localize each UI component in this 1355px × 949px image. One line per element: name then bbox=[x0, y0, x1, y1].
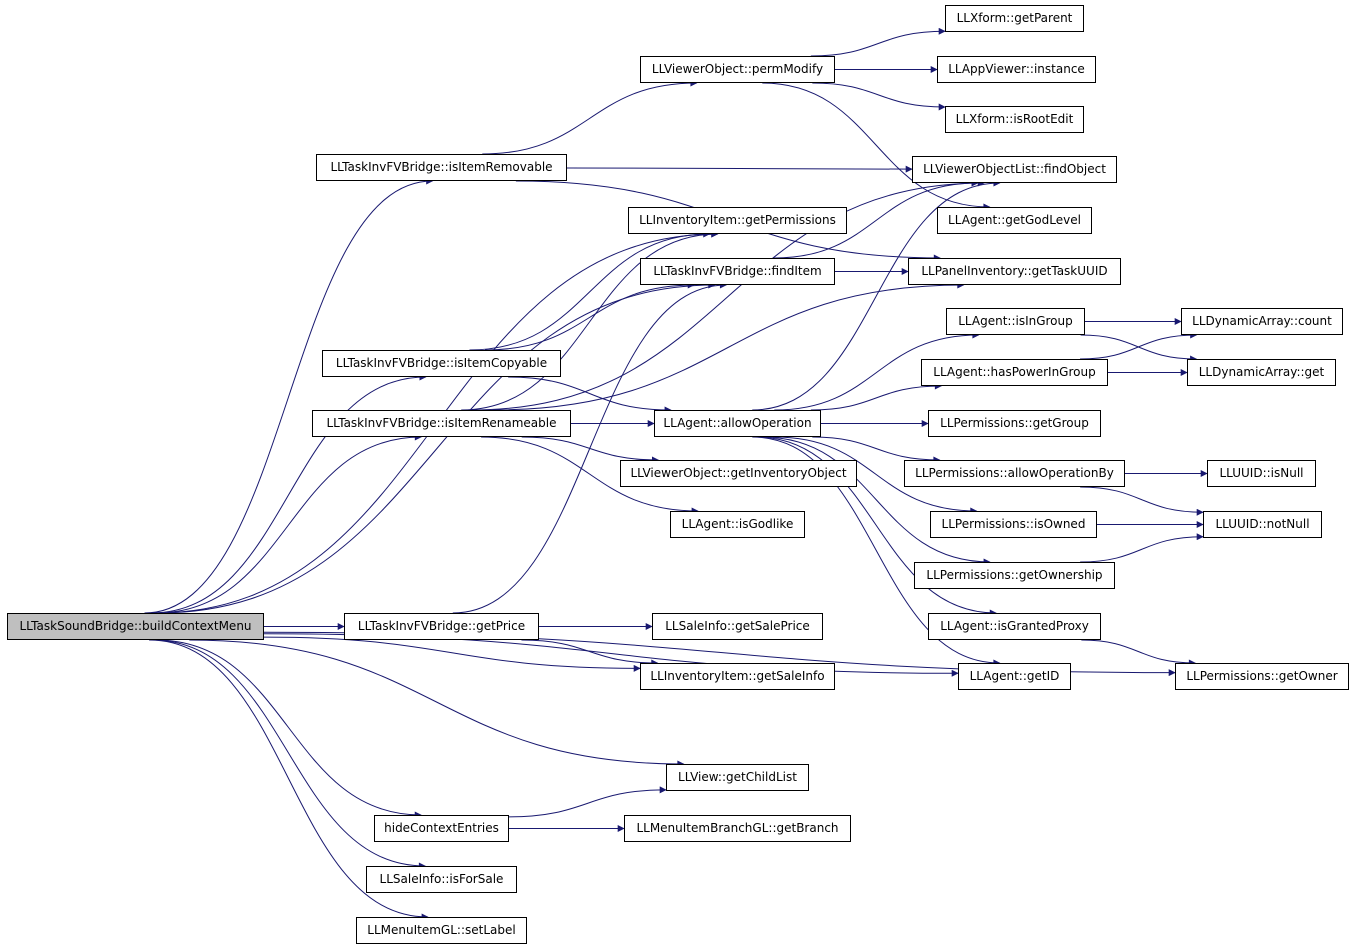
node-get-god-level[interactable]: LLAgent::getGodLevel bbox=[937, 207, 1092, 234]
node-allow-operation-by[interactable]: LLPermissions::allowOperationBy bbox=[904, 460, 1125, 487]
edge-hideContextEntries-to-getChildList bbox=[508, 786, 667, 818]
node-is-item-removable[interactable]: LLTaskInvFVBridge::isItemRemovable bbox=[316, 154, 567, 181]
edge-allowOperation-to-findObject bbox=[752, 179, 1001, 411]
edge-allowOperation-to-getOwnership bbox=[762, 436, 991, 566]
edge-allowOperation-to-isInGroup bbox=[774, 331, 980, 411]
node-get-id[interactable]: LLAgent::getID bbox=[958, 663, 1071, 690]
edge-build-to-isForSale bbox=[151, 639, 426, 870]
edge-build-to-getChildList bbox=[189, 639, 685, 768]
node-get-group[interactable]: LLPermissions::getGroup bbox=[928, 410, 1101, 437]
node-is-root-edit[interactable]: LLXform::isRootEdit bbox=[945, 106, 1084, 133]
edge-getPrice-to-getSaleInfo bbox=[521, 639, 659, 667]
edge-allowOperation-to-allowOperationBy bbox=[812, 436, 941, 464]
edge-permModify-to-getParent bbox=[810, 27, 946, 57]
node-get-parent[interactable]: LLXform::getParent bbox=[945, 5, 1084, 32]
edge-findItem-to-findObject bbox=[774, 179, 979, 259]
node-app-viewer-instance[interactable]: LLAppViewer::instance bbox=[937, 56, 1096, 83]
edge-build-to-isItemRenameable bbox=[155, 433, 422, 614]
edge-permModify-to-getGodLevel bbox=[762, 82, 991, 211]
node-allow-operation[interactable]: LLAgent::allowOperation bbox=[654, 410, 821, 437]
node-set-label[interactable]: LLMenuItemGL::setLabel bbox=[356, 917, 527, 944]
node-uuid-not-null[interactable]: LLUUID::notNull bbox=[1203, 511, 1322, 538]
edge-isItemRenameable-to-isGodlike bbox=[481, 436, 699, 515]
node-dynamic-array-count[interactable]: LLDynamicArray::count bbox=[1181, 308, 1343, 335]
edge-isItemRemovable-to-permModify bbox=[482, 79, 698, 155]
node-get-sale-info[interactable]: LLInventoryItem::getSaleInfo bbox=[640, 663, 835, 690]
node-is-item-renameable[interactable]: LLTaskInvFVBridge::isItemRenameable bbox=[312, 410, 571, 437]
edge-allowOperation-to-isGrantedProxy bbox=[755, 436, 997, 617]
edge-build-to-isItemCopyable bbox=[151, 373, 427, 614]
edge-build-to-setLabel bbox=[149, 639, 429, 921]
node-get-inventory-object[interactable]: LLViewerObject::getInventoryObject bbox=[620, 460, 857, 487]
edge-getPrice-to-findItem bbox=[452, 281, 727, 614]
node-find-item[interactable]: LLTaskInvFVBridge::findItem bbox=[640, 258, 835, 285]
node-build-context-menu[interactable]: LLTaskSoundBridge::buildContextMenu bbox=[7, 613, 264, 640]
edge-allowOperation-to-isOwned bbox=[774, 436, 978, 515]
edge-isItemRenameable-to-getTaskUUID bbox=[492, 281, 965, 411]
edge-permModify-to-isRootEdit bbox=[812, 82, 946, 111]
node-get-task-uuid[interactable]: LLPanelInventory::getTaskUUID bbox=[908, 258, 1121, 285]
edge-hasPowerInGroup-to-dynCount bbox=[1080, 331, 1198, 360]
node-is-in-group[interactable]: LLAgent::isInGroup bbox=[946, 308, 1085, 335]
node-find-object[interactable]: LLViewerObjectList::findObject bbox=[912, 156, 1117, 183]
edge-build-to-getSaleInfo bbox=[263, 636, 641, 672]
edge-build-to-hideContextEntries bbox=[155, 639, 422, 819]
edge-isGrantedProxy-to-getOwner bbox=[1081, 639, 1196, 667]
node-get-child-list[interactable]: LLView::getChildList bbox=[666, 764, 809, 791]
edge-isItemCopyable-to-getPermissions bbox=[469, 230, 711, 351]
node-has-power-in-group[interactable]: LLAgent::hasPowerInGroup bbox=[921, 359, 1108, 386]
node-get-permissions[interactable]: LLInventoryItem::getPermissions bbox=[628, 207, 847, 234]
node-is-godlike[interactable]: LLAgent::isGodlike bbox=[670, 511, 805, 538]
node-get-ownership[interactable]: LLPermissions::getOwnership bbox=[914, 562, 1115, 589]
edge-isItemRemovable-to-findObject bbox=[566, 165, 913, 173]
edge-build-to-isItemRemovable bbox=[144, 177, 434, 614]
node-get-owner[interactable]: LLPermissions::getOwner bbox=[1175, 663, 1349, 690]
edge-allowOperation-to-hasPowerInGroup bbox=[810, 382, 942, 411]
node-uuid-is-null[interactable]: LLUUID::isNull bbox=[1207, 460, 1316, 487]
edge-isItemCopyable-to-findItem bbox=[484, 281, 695, 351]
edge-isItemCopyable-to-allowOperation bbox=[508, 376, 672, 414]
edge-build-to-findItem bbox=[158, 281, 716, 614]
node-is-granted-proxy[interactable]: LLAgent::isGrantedProxy bbox=[928, 613, 1101, 640]
node-dynamic-array-get[interactable]: LLDynamicArray::get bbox=[1187, 359, 1336, 386]
node-is-for-sale[interactable]: LLSaleInfo::isForSale bbox=[366, 866, 517, 893]
edge-getOwnership-to-notNull bbox=[1080, 533, 1204, 563]
node-is-owned[interactable]: LLPermissions::isOwned bbox=[930, 511, 1097, 538]
node-is-item-copyable[interactable]: LLTaskInvFVBridge::isItemCopyable bbox=[322, 350, 561, 377]
node-get-sale-price[interactable]: LLSaleInfo::getSalePrice bbox=[652, 613, 823, 640]
edge-allowOperationBy-to-notNull bbox=[1080, 486, 1204, 516]
node-hide-context-entries[interactable]: hideContextEntries bbox=[374, 815, 509, 842]
edge-isItemRenameable-to-findObject bbox=[471, 179, 985, 411]
edge-isItemRenameable-to-getPermissions bbox=[461, 230, 719, 411]
node-perm-modify[interactable]: LLViewerObject::permModify bbox=[640, 56, 835, 83]
node-get-branch[interactable]: LLMenuItemBranchGL::getBranch bbox=[624, 815, 851, 842]
node-get-price[interactable]: LLTaskInvFVBridge::getPrice bbox=[344, 613, 539, 640]
edge-allowOperation-to-getID bbox=[752, 436, 1001, 667]
